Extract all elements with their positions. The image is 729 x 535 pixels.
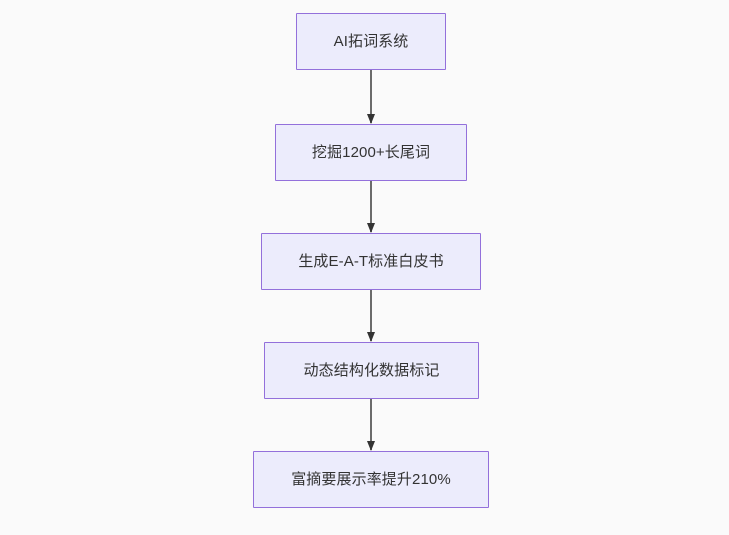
node-label: 挖掘1200+长尾词: [311, 143, 431, 161]
node-label: 生成E-A-T标准白皮书: [298, 252, 444, 270]
flowchart-node-mine-longtail-keywords[interactable]: 挖掘1200+长尾词: [275, 124, 467, 181]
node-label: AI拓词系统: [333, 32, 409, 50]
flowchart-node-dynamic-structured-data-markup[interactable]: 动态结构化数据标记: [264, 342, 479, 399]
flowchart-node-generate-eat-whitepaper[interactable]: 生成E-A-T标准白皮书: [261, 233, 481, 290]
node-label: 富摘要展示率提升210%: [291, 470, 451, 488]
flowchart-node-rich-snippet-impression-uplift[interactable]: 富摘要展示率提升210%: [253, 451, 489, 508]
node-label: 动态结构化数据标记: [303, 361, 440, 379]
flowchart-node-ai-keyword-system[interactable]: AI拓词系统: [296, 13, 446, 70]
